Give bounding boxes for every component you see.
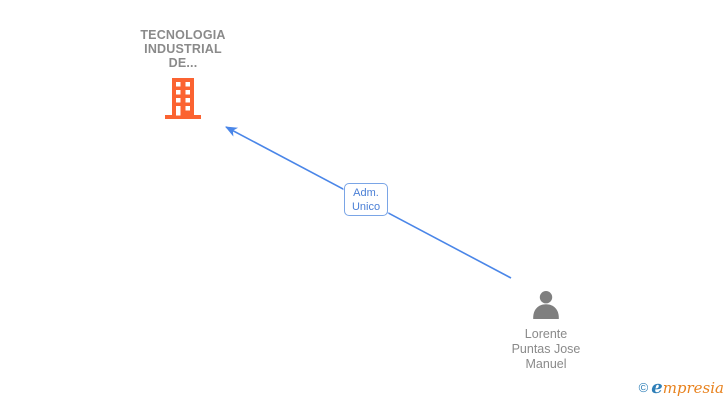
person-node[interactable]: Lorente Puntas Jose Manuel [486, 291, 606, 372]
copyright-icon: © [638, 380, 649, 395]
relationship-label: Adm. Unico [344, 183, 388, 216]
brand-name: mpresia [662, 379, 724, 397]
company-node[interactable]: TECNOLOGIA INDUSTRIAL DE... [118, 28, 248, 124]
person-label: Lorente Puntas Jose Manuel [511, 327, 581, 371]
building-icon [165, 78, 201, 124]
company-label: TECNOLOGIA INDUSTRIAL DE... [140, 28, 226, 70]
brand-initial: e [651, 377, 663, 398]
brand-watermark[interactable]: ©empresia [639, 377, 724, 398]
person-icon [529, 291, 563, 324]
